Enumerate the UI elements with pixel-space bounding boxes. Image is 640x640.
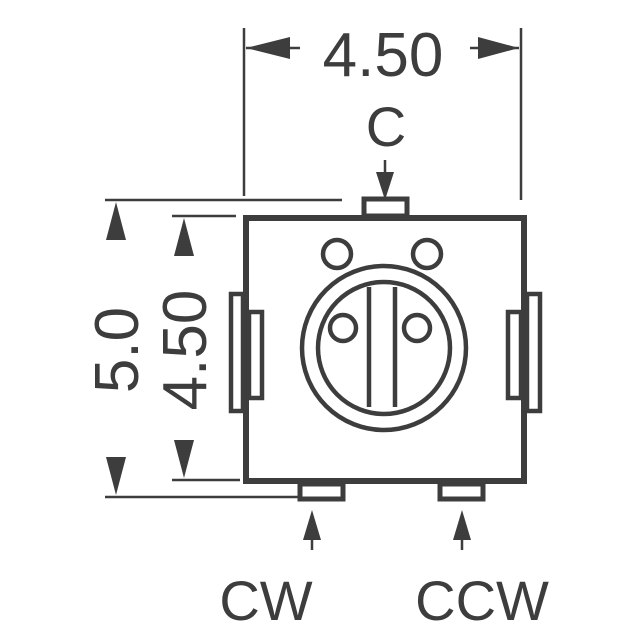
- inner-height-label: 4.50: [151, 290, 220, 411]
- pin-c-label: C: [366, 95, 406, 158]
- component-body: [228, 196, 543, 502]
- outer-height-label: 5.0: [83, 307, 152, 393]
- pin-cw-label: CW: [219, 569, 312, 632]
- pin-ccw-callout: CCW: [415, 510, 549, 632]
- pin-ccw-label: CCW: [415, 569, 549, 632]
- pin-c-callout: C: [366, 95, 406, 200]
- width-label: 4.50: [323, 21, 444, 90]
- top-width-dimension: 4.50: [242, 21, 523, 200]
- pin-cw-callout: CW: [219, 510, 321, 632]
- left-height-dimensions: 5.0 4.50: [83, 198, 342, 499]
